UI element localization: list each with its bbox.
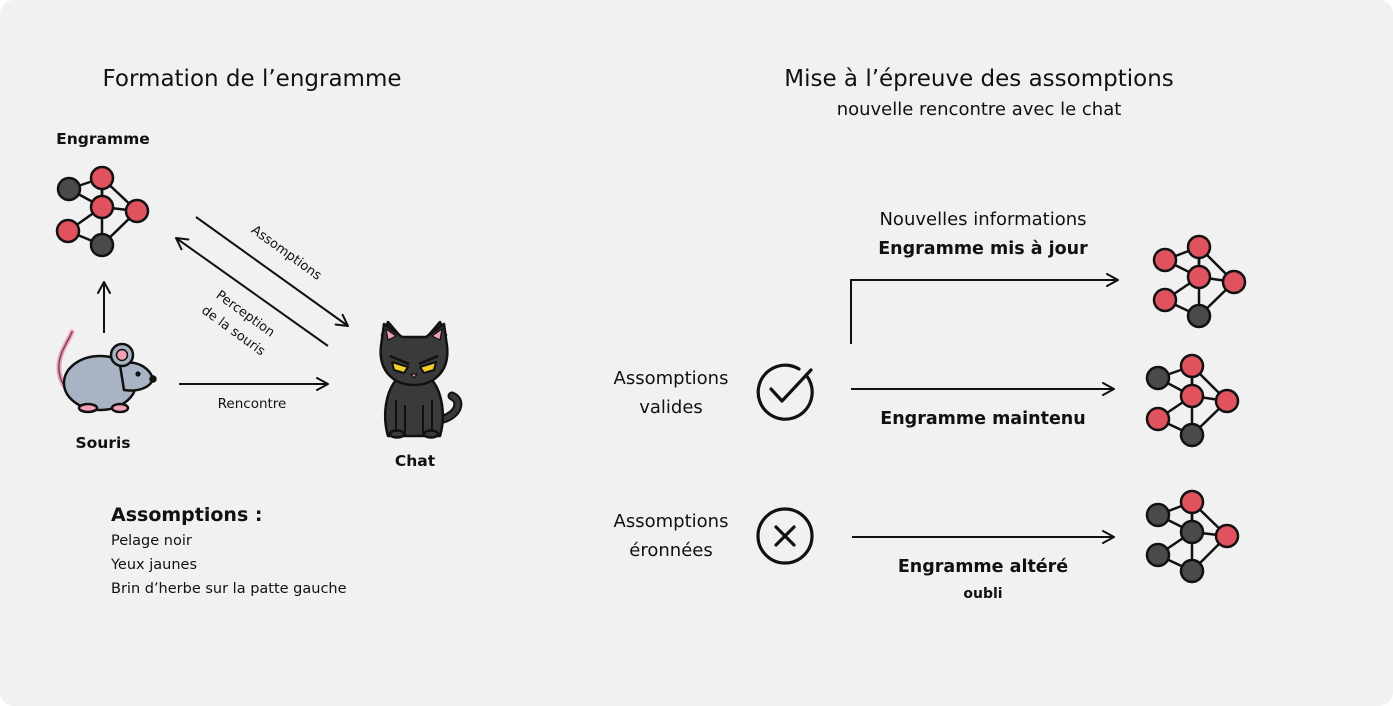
altered-engram-network-icon	[1145, 489, 1240, 584]
perception-arrow	[175, 237, 329, 347]
assumptions-arrow	[195, 216, 349, 327]
mouse-label: Souris	[75, 434, 131, 452]
new-info-label: Nouvelles informations	[879, 209, 1087, 230]
updated-engram-arrow	[850, 273, 1119, 344]
maintained-engram-label: Engramme maintenu	[880, 409, 1086, 429]
wrong-assumptions-line1: Assomptions	[613, 511, 729, 532]
x-circle-icon	[756, 507, 814, 565]
right-section-title: Mise à l’épreuve des assomptions	[784, 66, 1174, 92]
altered-engram-label: Engramme altéré	[897, 557, 1069, 577]
mouse-icon	[56, 329, 157, 414]
assumption-item: Brin d’herbe sur la patte gauche	[111, 581, 347, 597]
maintained-engram-network-icon	[1145, 353, 1240, 448]
assumptions-heading: Assomptions :	[111, 504, 263, 526]
cat-label: Chat	[394, 452, 436, 470]
assumption-item: Pelage noir	[111, 533, 192, 549]
assumptions-arrow-label: Assomptions	[248, 223, 324, 284]
valid-assumptions-line1: Assomptions	[613, 368, 729, 389]
wrong-assumptions-line2: éronnées	[629, 540, 713, 561]
check-circle-icon	[756, 363, 814, 421]
left-section-title: Formation de l’engramme	[102, 66, 402, 92]
valid-assumptions-line2: valides	[639, 397, 703, 418]
engram-label: Engramme	[56, 130, 150, 148]
updated-engram-label: Engramme mis à jour	[878, 239, 1088, 259]
updated-engram-network-icon	[1152, 234, 1247, 329]
assumption-item: Yeux jaunes	[111, 557, 198, 573]
right-section-subtitle: nouvelle rencontre avec le chat	[836, 99, 1122, 120]
assumptions-list: Pelage noir Yeux jaunes Brin d’herbe sur…	[111, 529, 347, 601]
forgetting-label: oubli	[963, 586, 1003, 602]
engram-network-icon	[55, 165, 150, 258]
encounter-label: Rencontre	[217, 396, 287, 412]
cat-icon	[379, 320, 463, 439]
